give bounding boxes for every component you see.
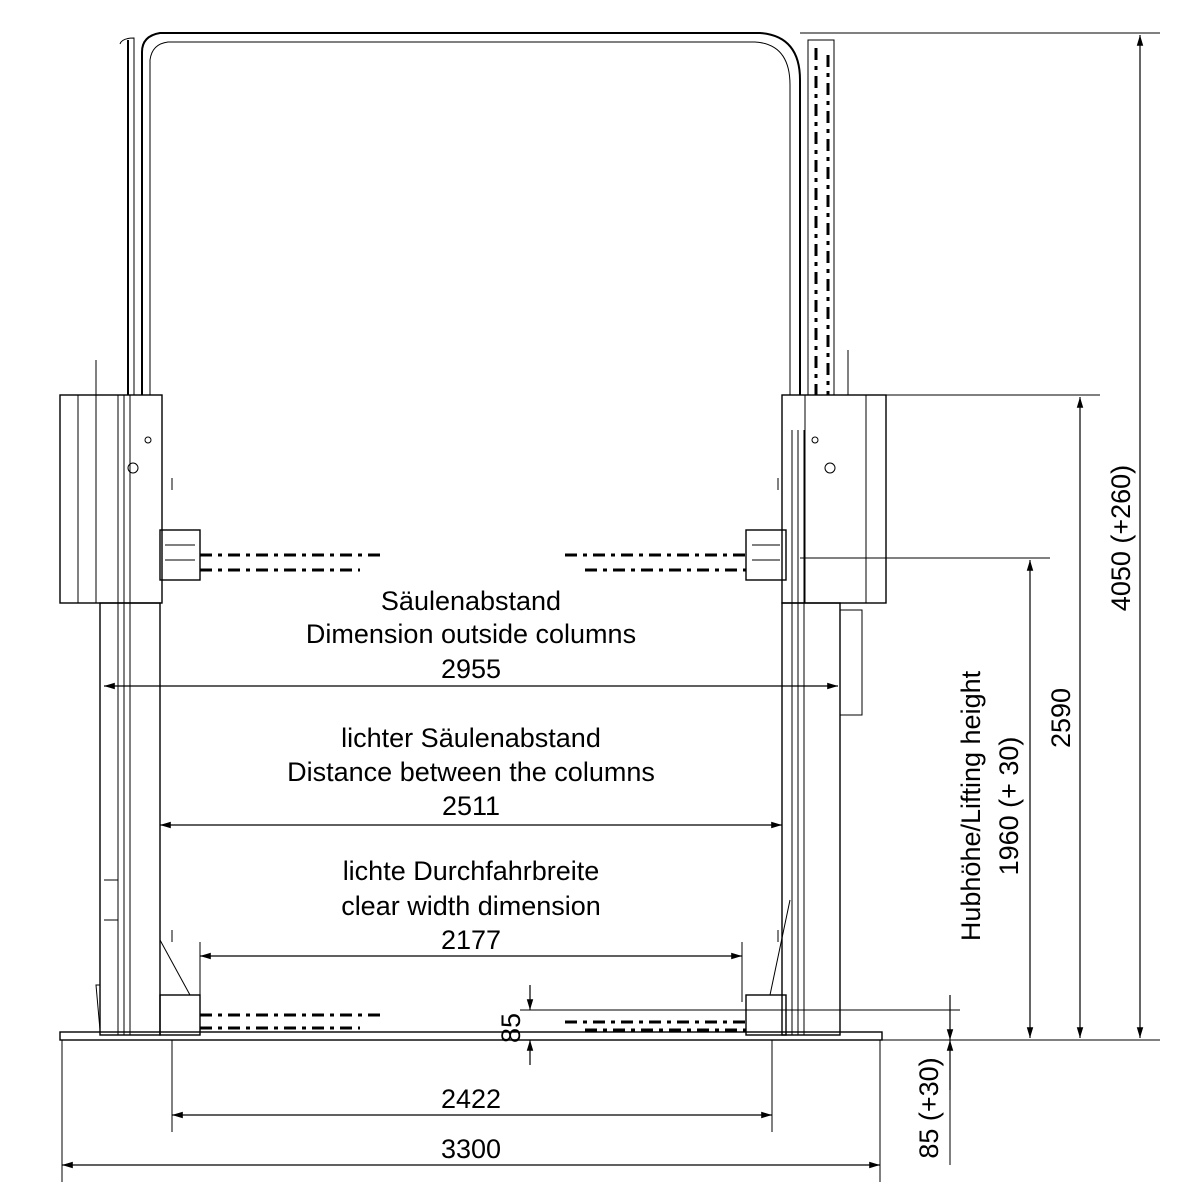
value-arm-height: 85 bbox=[496, 1013, 526, 1043]
value-base-total: 3300 bbox=[441, 1134, 501, 1164]
lower-lift-arms bbox=[159, 899, 791, 1036]
value-between-columns: 2511 bbox=[442, 791, 500, 821]
label-lifting-height: Hubhöhe/Lifting height bbox=[956, 670, 986, 941]
left-column bbox=[59, 360, 163, 1036]
value-floor-offset: 85 (+30) bbox=[914, 1057, 944, 1158]
label-clear-width-de: lichte Durchfahrbreite bbox=[343, 856, 600, 886]
value-total-height: 4050 (+260) bbox=[1106, 465, 1136, 611]
overhead-gantry bbox=[127, 32, 801, 395]
dimension-lines bbox=[61, 32, 1160, 1182]
label-between-columns-en: Distance between the columns bbox=[287, 757, 655, 787]
value-column-height: 2590 bbox=[1046, 688, 1076, 748]
label-between-columns-de: lichter Säulenabstand bbox=[341, 723, 601, 753]
base-plate bbox=[59, 1031, 883, 1041]
dimension-labels: Säulenabstand Dimension outside columns … bbox=[287, 465, 1136, 1164]
column-track-dashes bbox=[807, 39, 835, 396]
value-outside-columns: 2955 bbox=[441, 654, 501, 684]
value-base-inner: 2422 bbox=[441, 1084, 501, 1114]
label-clear-width-en: clear width dimension bbox=[341, 891, 601, 921]
value-lifting-height: 1960 (+ 30) bbox=[994, 737, 1024, 876]
right-column bbox=[781, 350, 887, 1036]
upper-lift-arms bbox=[159, 478, 787, 581]
label-outside-columns-de: Säulenabstand bbox=[381, 586, 561, 616]
label-outside-columns-en: Dimension outside columns bbox=[306, 619, 636, 649]
lift-structure bbox=[59, 32, 887, 1041]
value-clear-width: 2177 bbox=[441, 925, 501, 955]
